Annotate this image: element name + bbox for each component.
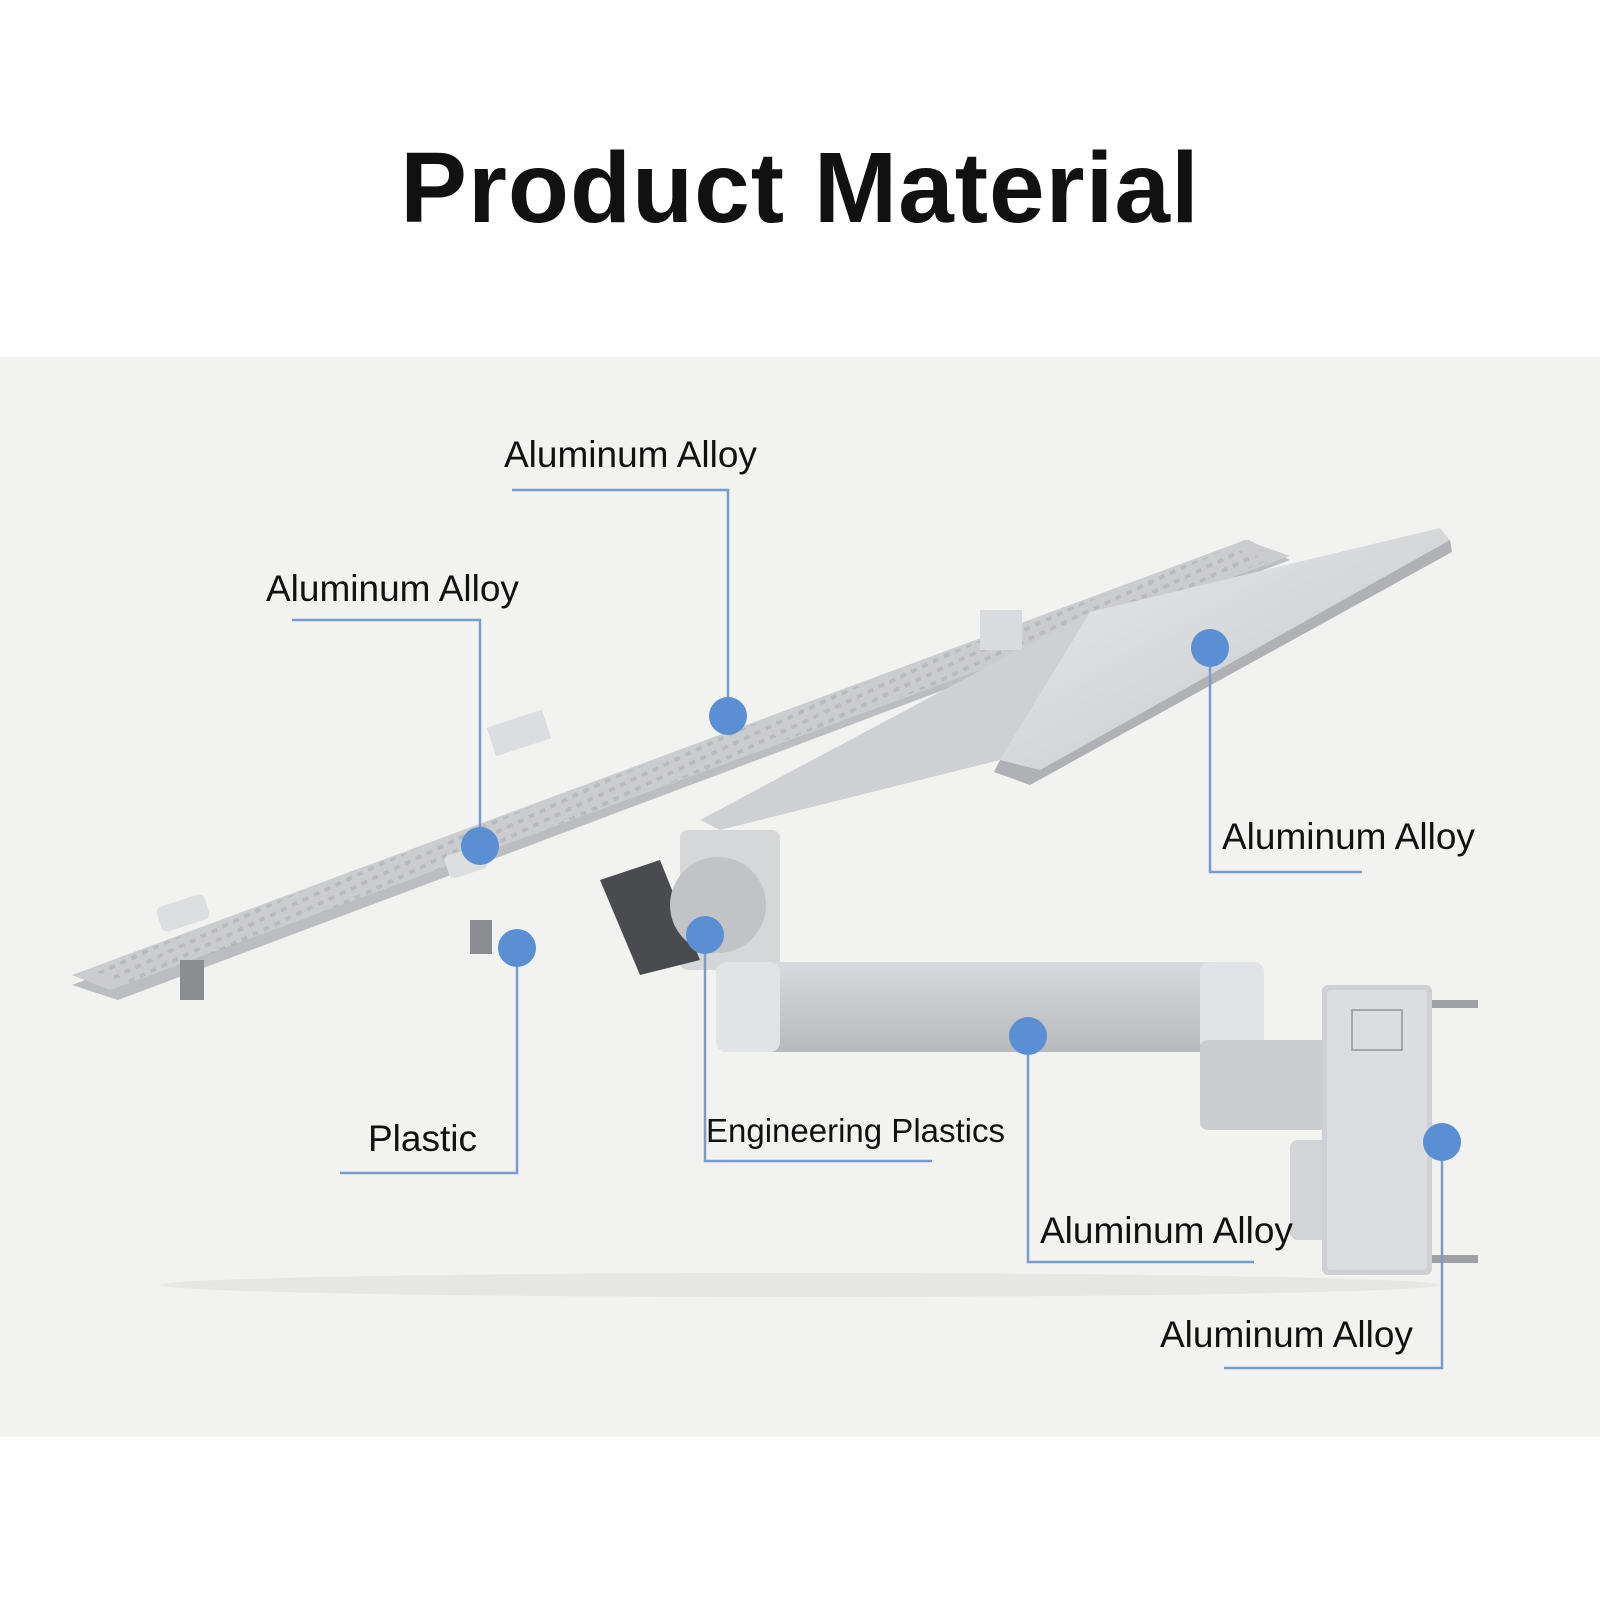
marker-arm xyxy=(1009,1017,1047,1055)
leader-arm xyxy=(1026,1036,1254,1264)
page-title: Product Material xyxy=(400,132,1200,244)
marker-tray-left xyxy=(461,827,499,865)
leader-tray-top xyxy=(512,488,730,716)
marker-side-plate xyxy=(1191,629,1229,667)
callout-label-joint: Engineering Plastics xyxy=(706,1112,1005,1149)
wall-mount-plate xyxy=(1322,985,1478,1275)
leader-tray-left xyxy=(292,618,482,846)
callout-label-clamp: Plastic xyxy=(368,1118,477,1159)
marker-tray-top xyxy=(709,697,747,735)
marker-clamp xyxy=(498,929,536,967)
tilt-joint xyxy=(600,830,780,975)
marker-joint xyxy=(686,916,724,954)
floor-shadow xyxy=(160,1273,1440,1297)
callout-label-wall-plate: Aluminum Alloy xyxy=(1160,1314,1413,1355)
marker-wall-plate xyxy=(1423,1123,1461,1161)
callout-label-arm: Aluminum Alloy xyxy=(1040,1210,1293,1251)
leader-wall-plate xyxy=(1224,1142,1444,1370)
callout-label-tray-left: Aluminum Alloy xyxy=(266,568,519,609)
leader-clamp xyxy=(340,948,519,1175)
laptop-tray xyxy=(72,528,1452,1000)
markers xyxy=(461,629,1461,1161)
leader-joint xyxy=(703,935,932,1163)
callout-label-side-plate: Aluminum Alloy xyxy=(1222,816,1475,857)
swing-arm xyxy=(716,962,1400,1240)
leader-lines xyxy=(292,488,1444,1370)
leader-side-plate xyxy=(1208,648,1362,874)
callout-label-tray-top: Aluminum Alloy xyxy=(504,434,757,475)
